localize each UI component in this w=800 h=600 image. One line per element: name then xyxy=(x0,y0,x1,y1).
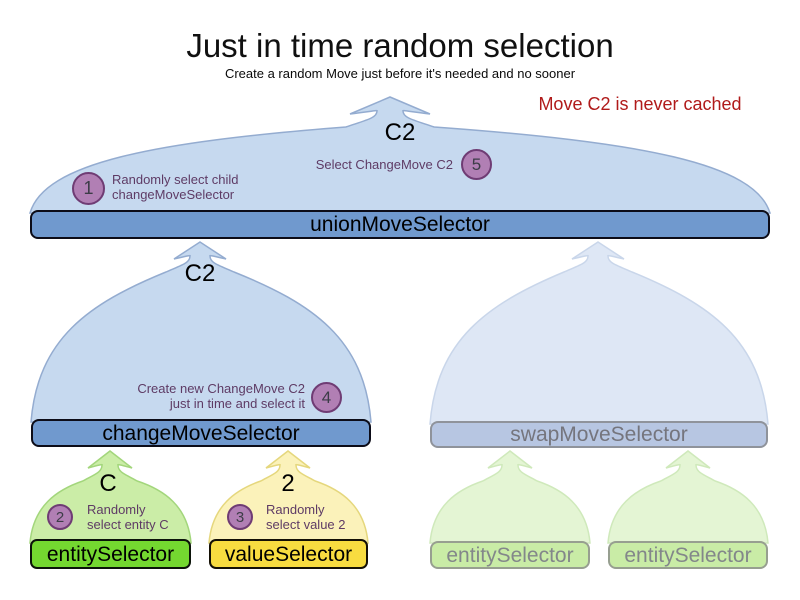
step-3-line-1: Randomly xyxy=(266,502,325,517)
swap-move-selector-bar: swapMoveSelector xyxy=(430,421,768,448)
step-2-badge: 2 xyxy=(47,504,73,530)
step-2-line-1: Randomly xyxy=(87,502,146,517)
change-funnel-shape xyxy=(30,241,372,423)
step-1-line-2: changeMoveSelector xyxy=(112,186,235,202)
faded-entity-selector-bar-1: entitySelector xyxy=(430,541,590,569)
value-output-label: 2 xyxy=(281,470,295,497)
value-selector-bar: valueSelector xyxy=(209,539,368,569)
step-1-badge: 1 xyxy=(72,172,105,205)
step-5-text: Select ChangeMove C2 xyxy=(315,157,453,172)
step-3-text: Randomly select value 2 xyxy=(266,502,346,532)
step-1-line-1: Randomly select child xyxy=(112,172,239,187)
entity-output-label: C xyxy=(99,470,117,497)
union-move-selector-bar: unionMoveSelector xyxy=(30,210,770,239)
step-1-text: Randomly select child changeMoveSelector xyxy=(112,172,239,202)
step-3-badge: 3 xyxy=(227,504,253,530)
union-output-label: C2 xyxy=(384,119,416,146)
step-5-badge: 5 xyxy=(461,149,492,180)
step-4-line-2: just in time and select it xyxy=(169,396,305,411)
never-cached-note: Move C2 is never cached xyxy=(538,94,742,114)
page-title: Just in time random selection xyxy=(186,27,614,64)
change-output-label: C2 xyxy=(184,260,216,287)
faded-entity-funnel-1-shape xyxy=(429,450,591,544)
faded-entity-selector-bar-2: entitySelector xyxy=(608,541,768,569)
page-subtitle: Create a random Move just before it's ne… xyxy=(224,66,576,81)
step-3-line-2: select value 2 xyxy=(266,517,346,532)
step-4-badge: 4 xyxy=(311,382,342,413)
swap-funnel-shape xyxy=(429,241,769,425)
step-4-text: Create new ChangeMove C2 just in time an… xyxy=(103,381,305,411)
entity-selector-bar: entitySelector xyxy=(30,539,191,569)
step-2-text: Randomly select entity C xyxy=(87,502,169,532)
change-move-selector-bar: changeMoveSelector xyxy=(31,419,371,447)
union-funnel-shape xyxy=(29,96,772,214)
step-4-line-1: Create new ChangeMove C2 xyxy=(137,381,305,396)
faded-entity-funnel-2-shape xyxy=(607,450,769,544)
step-2-line-2: select entity C xyxy=(87,517,169,532)
